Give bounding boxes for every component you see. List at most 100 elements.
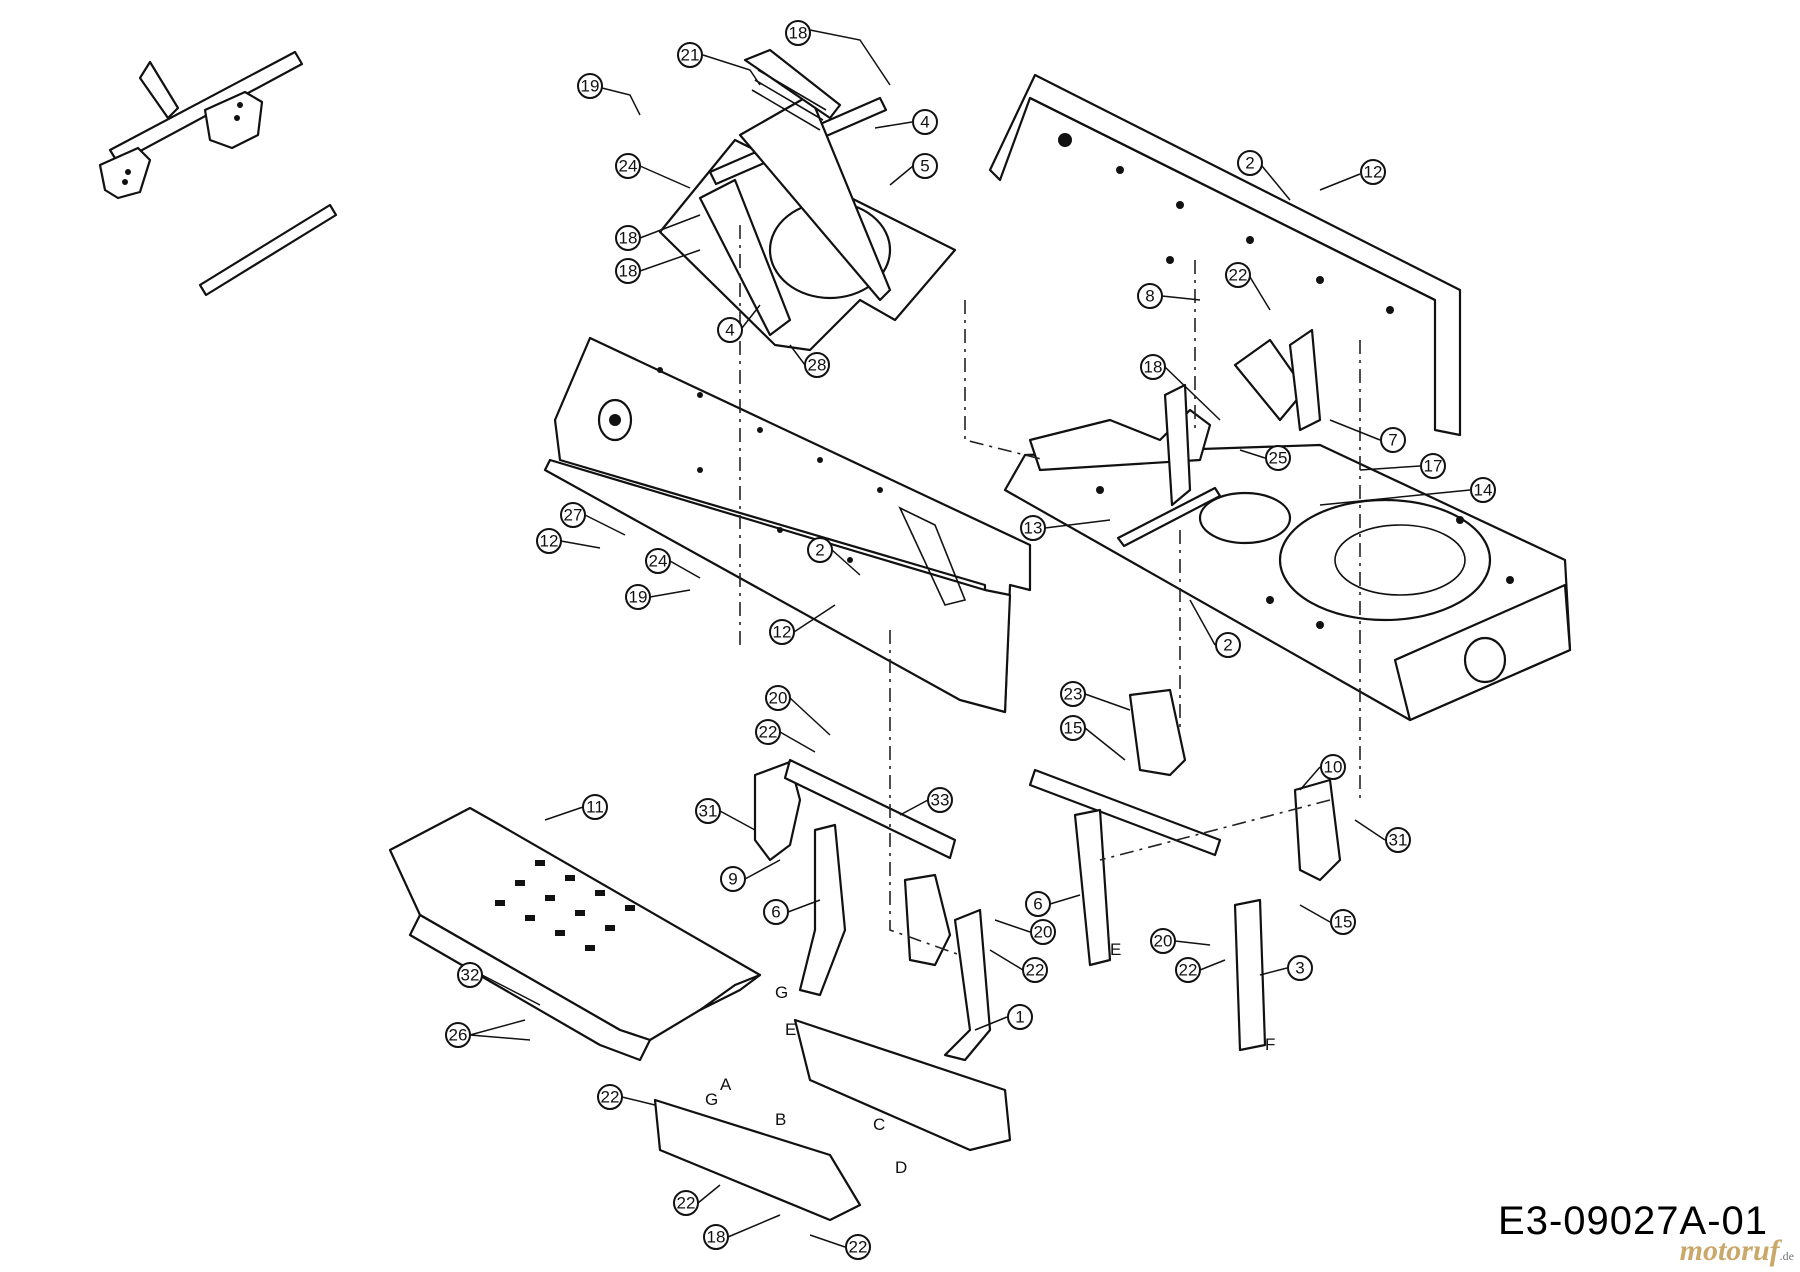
svg-text:13: 13: [1024, 519, 1043, 538]
callout-14: 14: [1319, 477, 1496, 506]
callout-15-center: 15: [1060, 715, 1126, 761]
callout-28: 28: [789, 344, 830, 378]
callout-27-left: 27: [560, 502, 626, 536]
callout-22-e: 22: [673, 1184, 721, 1216]
svg-text:E: E: [1110, 940, 1121, 959]
callout-labels: 18 21 19 4 5 24 18 18 4 28 2 12 22 8 18 …: [445, 20, 1496, 1260]
svg-text:31: 31: [1389, 831, 1408, 850]
callout-4-bottom: 4: [717, 304, 761, 343]
callout-4-top: 4: [874, 109, 938, 135]
svg-text:3: 3: [1295, 959, 1304, 978]
callout-23: 23: [1060, 681, 1131, 711]
svg-text:20: 20: [1154, 932, 1173, 951]
svg-text:4: 4: [920, 113, 929, 132]
callout-25: 25: [1239, 445, 1291, 471]
svg-text:6: 6: [771, 903, 780, 922]
callout-24-left: 24: [645, 548, 701, 579]
callout-20-b: 20: [994, 919, 1056, 945]
svg-text:26: 26: [449, 1026, 468, 1045]
svg-text:14: 14: [1474, 481, 1493, 500]
callout-26: 26: [445, 1019, 531, 1048]
svg-text:6: 6: [1033, 895, 1042, 914]
svg-text:25: 25: [1269, 449, 1288, 468]
svg-text:22: 22: [677, 1194, 696, 1213]
main-chassis: [1003, 443, 1572, 722]
svg-text:E: E: [785, 1020, 796, 1039]
svg-text:C: C: [873, 1115, 885, 1134]
linkage-parts: [653, 688, 1342, 1222]
svg-text:19: 19: [581, 77, 600, 96]
svg-text:7: 7: [1388, 431, 1397, 450]
callout-12-top: 12: [1319, 159, 1386, 191]
callout-22-d: 22: [597, 1084, 656, 1110]
callout-19-left: 19: [625, 584, 691, 610]
callout-2-center: 2: [1189, 599, 1241, 658]
callout-22-a: 22: [755, 719, 816, 753]
letter-markers: E G E A G B C D F: [705, 940, 1275, 1177]
callout-6-left: 6: [763, 899, 821, 925]
svg-text:22: 22: [601, 1088, 620, 1107]
callout-18-b: 18: [615, 249, 701, 284]
callout-11: 11: [544, 794, 608, 821]
watermark-logo: motoruf.de: [1679, 1234, 1794, 1267]
callout-22-f: 22: [809, 1234, 871, 1260]
callout-31-left: 31: [695, 798, 756, 831]
svg-text:22: 22: [759, 723, 778, 742]
svg-text:24: 24: [619, 157, 638, 176]
callout-2-top: 2: [1237, 150, 1291, 201]
callout-20-a: 20: [765, 685, 831, 736]
svg-text:10: 10: [1324, 758, 1343, 777]
callout-18-a: 18: [615, 214, 701, 251]
callout-3: 3: [1259, 955, 1313, 981]
svg-text:8: 8: [1145, 287, 1154, 306]
svg-text:9: 9: [728, 870, 737, 889]
callout-18-bottom: 18: [703, 1214, 781, 1250]
svg-text:A: A: [720, 1075, 732, 1094]
callout-6-right: 6: [1025, 891, 1081, 917]
svg-text:2: 2: [815, 541, 824, 560]
callout-13: 13: [1020, 515, 1111, 541]
svg-text:21: 21: [681, 46, 700, 65]
svg-text:11: 11: [586, 798, 604, 817]
reference-lines: [739, 225, 1361, 956]
callout-24-top: 24: [615, 153, 691, 189]
callout-31-right: 31: [1354, 819, 1411, 853]
svg-text:D: D: [895, 1158, 907, 1177]
svg-text:28: 28: [808, 356, 827, 375]
svg-text:31: 31: [699, 802, 718, 821]
callout-2-left: 2: [807, 537, 861, 576]
callout-17: 17: [1359, 453, 1446, 479]
svg-text:32: 32: [461, 966, 480, 985]
svg-text:17: 17: [1424, 457, 1443, 476]
svg-text:15: 15: [1334, 913, 1353, 932]
callout-22-b: 22: [989, 949, 1048, 983]
callout-20-c: 20: [1150, 928, 1211, 954]
svg-text:23: 23: [1064, 685, 1083, 704]
callout-9: 9: [720, 859, 781, 892]
svg-text:2: 2: [1245, 154, 1254, 173]
svg-text:18: 18: [707, 1228, 726, 1247]
callout-5: 5: [889, 153, 938, 186]
callout-12-center: 12: [769, 604, 836, 645]
svg-text:27: 27: [564, 506, 583, 525]
svg-text:G: G: [705, 1090, 718, 1109]
callout-18-right: 18: [1140, 354, 1221, 421]
callout-10: 10: [1299, 754, 1346, 791]
callout-12-left: 12: [536, 528, 601, 554]
svg-text:5: 5: [920, 157, 929, 176]
svg-text:1: 1: [1015, 1008, 1024, 1027]
svg-text:20: 20: [769, 689, 788, 708]
callout-32: 32: [457, 962, 541, 1006]
right-frame-plate: [988, 73, 1462, 437]
shaft-assembly: [98, 50, 304, 200]
svg-text:22: 22: [1229, 266, 1248, 285]
svg-text:2: 2: [1223, 636, 1232, 655]
svg-text:12: 12: [540, 532, 559, 551]
loose-rod: [198, 203, 338, 297]
svg-text:33: 33: [931, 791, 950, 810]
svg-text:24: 24: [649, 552, 668, 571]
svg-text:18: 18: [1144, 358, 1163, 377]
callout-33: 33: [899, 787, 953, 816]
diagram-code: E3-09027A-01: [1498, 1199, 1768, 1243]
